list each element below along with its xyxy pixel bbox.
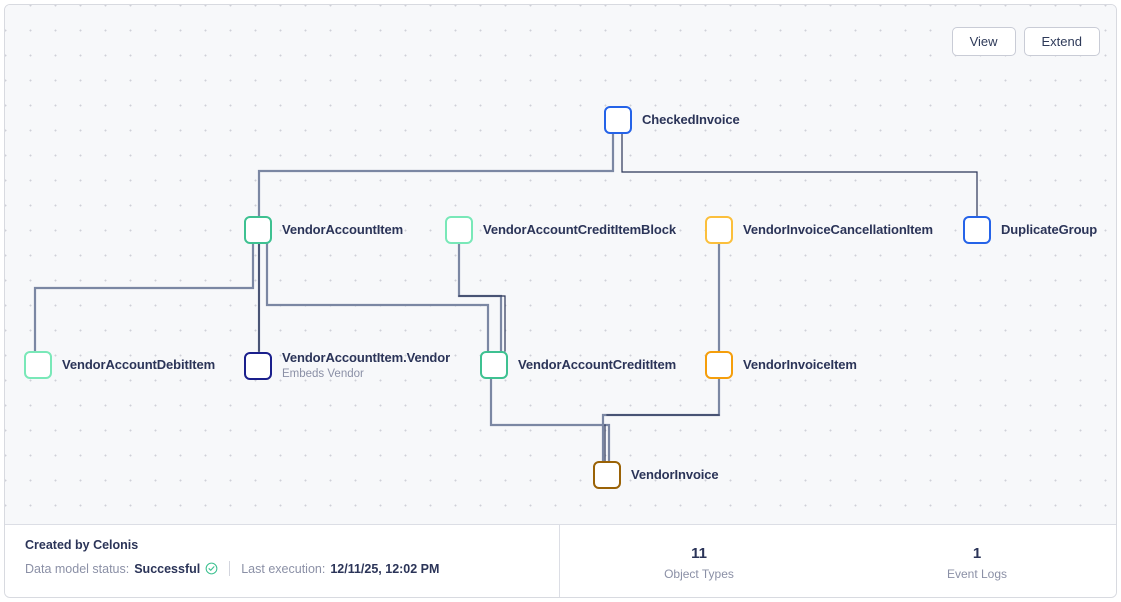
node-text: VendorAccountCreditItem xyxy=(518,356,677,373)
graph-node-vendor-account-credit-item[interactable]: VendorAccountCreditItem xyxy=(480,351,676,379)
check-circle-icon xyxy=(205,562,218,575)
node-text: VendorAccountDebitItem xyxy=(62,356,216,373)
last-execution-value: 12/11/25, 12:02 PM xyxy=(330,561,440,576)
node-label: DuplicateGroup xyxy=(1001,221,1098,237)
footer-divider xyxy=(229,561,231,576)
graph-node-vendor-account-debit-item[interactable]: VendorAccountDebitItem xyxy=(24,351,215,379)
graph-node-duplicate-group[interactable]: DuplicateGroup xyxy=(963,216,1097,244)
data-model-status-value: Successful xyxy=(134,561,201,576)
last-execution-label: Last execution: xyxy=(241,561,326,576)
footer-stats: 11 Object Types 1 Event Logs xyxy=(560,525,1116,597)
view-button[interactable]: View xyxy=(951,27,1016,56)
graph-node-checked-invoice[interactable]: CheckedInvoice xyxy=(604,106,740,134)
stat-event-logs: 1 Event Logs xyxy=(838,525,1116,597)
node-text: VendorInvoiceItem xyxy=(743,356,857,373)
node-label: VendorInvoice xyxy=(631,466,719,482)
graph-node-vendor-invoice-cancellation-item[interactable]: VendorInvoiceCancellationItem xyxy=(705,216,933,244)
node-box-icon xyxy=(604,106,632,134)
node-label: VendorAccountCreditItemBlock xyxy=(483,221,676,237)
node-text: VendorAccountItem xyxy=(282,221,404,238)
node-label: VendorInvoiceItem xyxy=(743,356,857,372)
node-text: DuplicateGroup xyxy=(1001,221,1098,238)
stat-caption: Object Types xyxy=(664,567,734,581)
stat-object-types: 11 Object Types xyxy=(560,525,838,597)
data-model-status-label: Data model status: xyxy=(25,561,130,576)
footer-info: Created by Celonis Data model status: Su… xyxy=(5,525,560,597)
status-line: Data model status: Successful Last execu… xyxy=(25,561,559,576)
graph-node-vendor-account-credit-item-block[interactable]: VendorAccountCreditItemBlock xyxy=(445,216,676,244)
node-box-icon xyxy=(705,351,733,379)
created-by-label: Created by Celonis xyxy=(25,538,139,552)
node-box-icon xyxy=(24,351,52,379)
graph-canvas[interactable]: View Extend CheckedInvoice VendorAccount… xyxy=(5,5,1116,524)
node-text: VendorInvoiceCancellationItem xyxy=(743,221,933,238)
graph-node-vendor-invoice[interactable]: VendorInvoice xyxy=(593,461,719,489)
node-box-icon xyxy=(244,352,272,381)
node-box-icon xyxy=(593,461,621,489)
stat-caption: Event Logs xyxy=(946,567,1008,581)
node-label: VendorInvoiceCancellationItem xyxy=(743,221,933,237)
dot-grid-background xyxy=(5,5,1116,524)
node-label: VendorAccountItem xyxy=(282,221,404,237)
node-box-icon xyxy=(244,216,272,244)
node-label: VendorAccountDebitItem xyxy=(62,356,216,372)
graph-node-vendor-account-item[interactable]: VendorAccountItem xyxy=(244,216,403,244)
node-sublabel: Embeds Vendor xyxy=(282,367,364,380)
stat-value: 11 xyxy=(691,545,707,562)
node-box-icon xyxy=(445,216,473,244)
node-box-icon xyxy=(705,216,733,244)
graph-node-vendor-invoice-item[interactable]: VendorInvoiceItem xyxy=(705,351,857,379)
node-text: VendorInvoice xyxy=(631,466,719,483)
node-text: VendorAccountItem.Vendor Embeds Vendor xyxy=(282,350,451,382)
card-footer: Created by Celonis Data model status: Su… xyxy=(5,524,1116,597)
object-model-card: View Extend CheckedInvoice VendorAccount… xyxy=(4,4,1117,598)
node-text: VendorAccountCreditItemBlock xyxy=(483,221,676,238)
extend-button[interactable]: Extend xyxy=(1023,27,1100,56)
node-label: VendorAccountCreditItem xyxy=(518,356,677,372)
node-label: VendorAccountItem.Vendor xyxy=(282,350,451,365)
node-label: CheckedInvoice xyxy=(642,111,740,127)
node-box-icon xyxy=(963,216,991,244)
graph-node-vendor-account-item-vendor[interactable]: VendorAccountItem.Vendor Embeds Vendor xyxy=(244,350,451,382)
edge-connectors xyxy=(33,132,978,463)
canvas-toolbar: View Extend xyxy=(951,27,1100,56)
stat-value: 1 xyxy=(972,545,982,562)
node-text: CheckedInvoice xyxy=(642,111,740,128)
node-box-icon xyxy=(480,351,508,379)
